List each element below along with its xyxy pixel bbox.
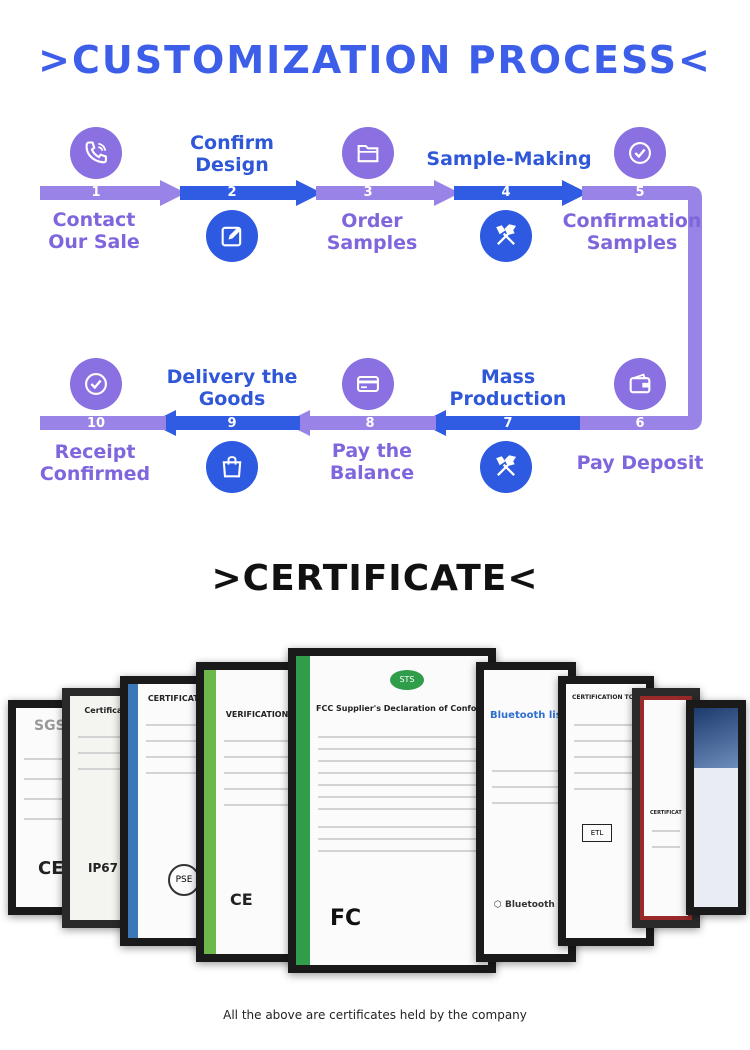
certificate-header: FCC Supplier's Declaration of Conformity [316,704,482,713]
step-number-4: 4 [501,185,511,200]
certificate-bluetooth: Bluetooth listing ⬡ Bluetooth [476,662,576,962]
step-label-6: Pay Deposit [576,452,704,474]
ce-mark: CE [230,890,253,909]
step-label-2: Confirm Design [174,132,290,176]
folder-icon [342,127,394,179]
step-label-10-line1: Receipt [54,441,136,463]
step-label-9: Delivery the Goods [164,366,300,410]
arrow-segment-2 [180,180,322,206]
step-number-7: 7 [503,416,513,431]
step-label-7-line1: Mass [480,366,536,388]
ce-mark: CE [38,858,64,879]
step-label-8-line1: Pay the [331,440,413,462]
certificate-title: >CERTIFICATE< [211,558,539,599]
step-label-10-line2: Confirmed [39,463,151,485]
process-title: >CUSTOMIZATION PROCESS< [38,38,712,82]
phone-icon [70,127,122,179]
certificate-header: CERTIFICATE OF COMPLIANCE [650,810,682,816]
ip67-mark: IP67 [88,861,118,875]
step-label-9-line1: Delivery the [166,366,298,388]
step-number-1: 1 [91,185,101,200]
etl-mark: ETL [582,824,612,842]
step-label-10: Receipt Confirmed [32,441,158,485]
tools-icon [480,210,532,262]
edit-icon [206,210,258,262]
wallet-icon [614,358,666,410]
tools-icon [480,441,532,493]
step-label-2-line1: Confirm [190,132,274,154]
step-label-8: Pay the Balance [310,440,434,484]
step-label-5: Confirmation Samples [562,210,702,254]
step-label-2-line2: Design [195,154,269,176]
certificate-banner [694,708,738,768]
certificate-header: VERIFICATION [225,710,289,719]
fcc-mark: FC [330,906,362,931]
arrow-segment-9 [150,410,300,436]
certificate-header: Bluetooth listing [490,710,562,721]
step-label-1-line1: Contact [52,209,136,231]
step-label-7-line2: Production [449,388,567,410]
certificate-header: CERTIFICATE [147,694,205,703]
step-number-10: 10 [86,416,106,431]
arrow-segment-7 [420,410,580,436]
arrow-segment-8 [284,410,436,436]
arrow-loop [574,186,702,430]
sts-logo: STS [390,670,424,690]
bag-icon [206,441,258,493]
step-label-9-line2: Goods [198,388,266,410]
step-label-3-line2: Samples [326,232,418,254]
step-label-7: Mass Production [446,366,570,410]
arrow-segment-3 [316,180,460,206]
step-number-8: 8 [365,416,375,431]
check-icon [614,127,666,179]
step-label-5-line1: Confirmation [562,210,702,232]
step-number-5: 5 [635,185,645,200]
certificates-caption: All the above are certificates held by t… [223,1008,527,1022]
check-icon [70,358,122,410]
certificate-header: SGS [34,718,66,734]
step-number-6: 6 [635,416,645,431]
arrow-segment-1 [40,180,186,206]
certificate-verification: VERIFICATION CE [196,662,306,962]
certificate-header: CERTIFICATION TO MARK [572,694,640,701]
step-label-1-line2: Our Sale [48,231,140,253]
step-label-1: Contact Our Sale [36,209,152,253]
certificate-fcc: STS FCC Supplier's Declaration of Confor… [288,648,496,973]
step-label-3: Order Samples [310,210,434,254]
arrow-segment-4 [454,180,588,206]
process-flow-arrows [40,180,702,436]
step-number-2: 2 [227,185,237,200]
card-icon [342,358,394,410]
step-label-4: Sample-Making [426,148,592,170]
certificate-header: Certificate [84,706,132,715]
step-label-8-line2: Balance [329,462,415,484]
step-number-3: 3 [363,185,373,200]
step-number-9: 9 [227,416,237,431]
step-label-3-line1: Order [341,210,403,232]
arrow-segment-10 [40,416,166,430]
certificate-partial [686,700,746,915]
step-label-5-line2: Samples [586,232,678,254]
bluetooth-mark: ⬡ Bluetooth [494,900,555,910]
